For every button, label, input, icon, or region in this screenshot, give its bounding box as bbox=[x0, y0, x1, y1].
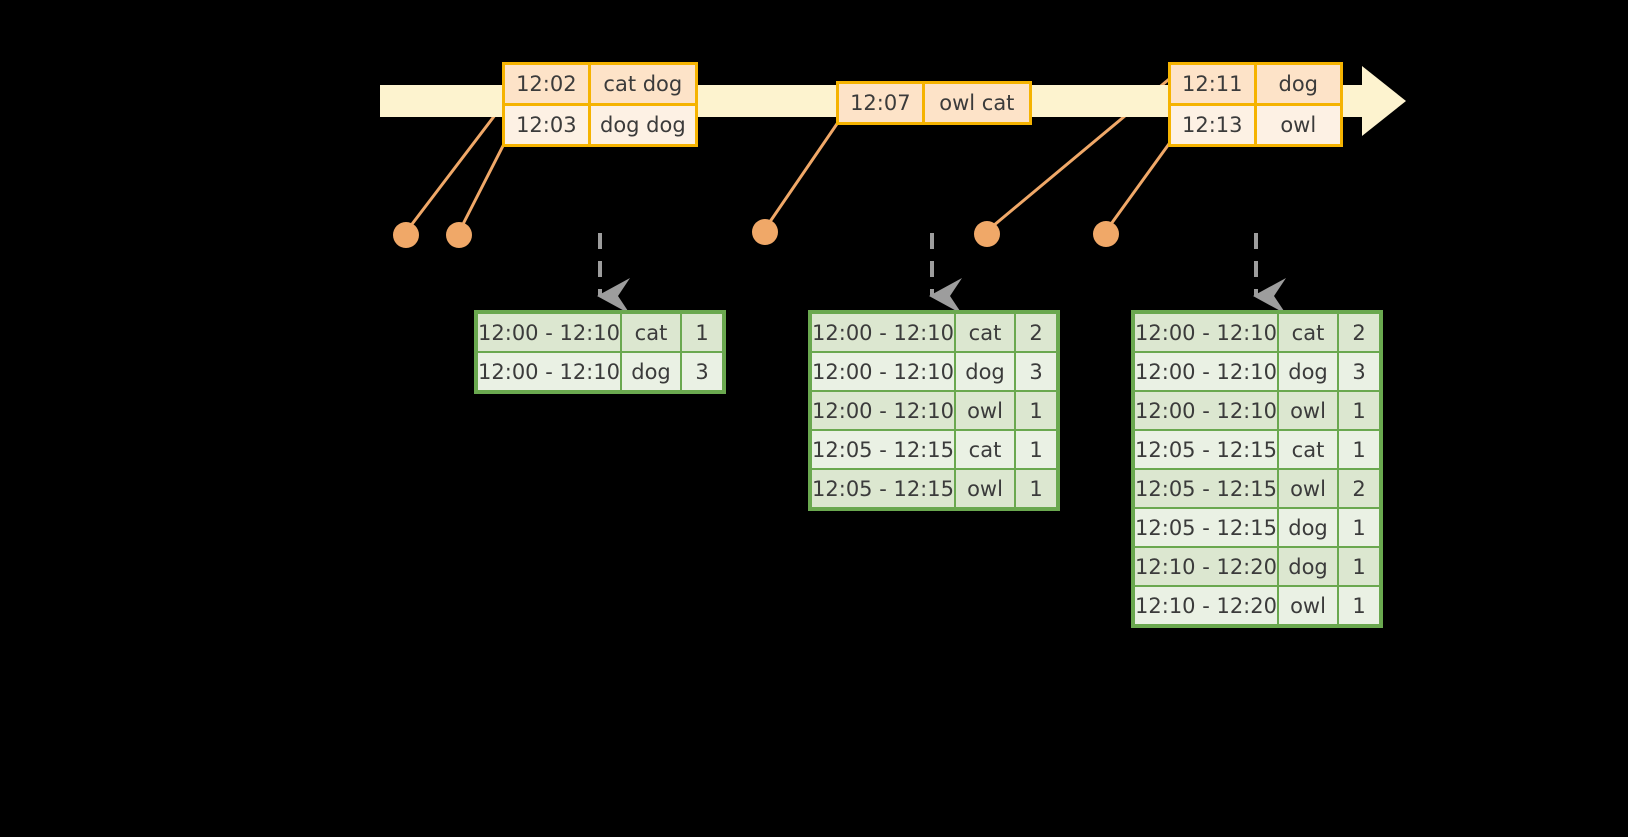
event-dot-1 bbox=[393, 222, 419, 248]
cell-word: dog bbox=[956, 353, 1014, 390]
cell-count: 3 bbox=[1016, 353, 1056, 390]
event-row[interactable]: 12:07 owl cat bbox=[839, 84, 1029, 122]
event-time: 12:02 bbox=[505, 65, 588, 103]
cell-word: cat bbox=[622, 314, 680, 351]
cell-window: 12:00 - 12:10 bbox=[1135, 353, 1277, 390]
cell-word: owl bbox=[956, 470, 1014, 507]
cell-window: 12:00 - 12:10 bbox=[812, 392, 954, 429]
event-value: owl cat bbox=[921, 84, 1029, 122]
cell-count: 2 bbox=[1016, 314, 1056, 351]
cell-count: 1 bbox=[1339, 587, 1379, 624]
event-row[interactable]: 12:03 dog dog bbox=[505, 103, 695, 144]
event-value: dog bbox=[1253, 65, 1340, 103]
event-group-2[interactable]: 12:07 owl cat bbox=[836, 81, 1032, 125]
cell-window: 12:00 - 12:10 bbox=[812, 353, 954, 390]
cell-word: owl bbox=[1279, 587, 1337, 624]
event-time: 12:03 bbox=[505, 106, 588, 144]
cell-count: 1 bbox=[1339, 392, 1379, 429]
cell-window: 12:00 - 12:10 bbox=[1135, 314, 1277, 351]
cell-count: 2 bbox=[1339, 470, 1379, 507]
cell-word: owl bbox=[956, 392, 1014, 429]
stream-timeline-arrowhead-icon bbox=[1362, 66, 1406, 136]
connector-line-2 bbox=[457, 134, 510, 234]
cell-window: 12:10 - 12:20 bbox=[1135, 587, 1277, 624]
cell-word: dog bbox=[1279, 353, 1337, 390]
event-value: dog dog bbox=[587, 106, 695, 144]
event-time: 12:07 bbox=[839, 84, 922, 122]
event-group-3[interactable]: 12:11 dog 12:13 owl bbox=[1168, 62, 1343, 147]
connector-line-3 bbox=[763, 116, 843, 231]
cell-word: cat bbox=[1279, 314, 1337, 351]
cell-count: 1 bbox=[1016, 392, 1056, 429]
event-group-1[interactable]: 12:02 cat dog 12:03 dog dog bbox=[502, 62, 698, 147]
cell-count: 1 bbox=[1339, 509, 1379, 546]
event-row[interactable]: 12:11 dog bbox=[1171, 65, 1340, 103]
emit-arrows bbox=[597, 233, 1286, 314]
cell-word: owl bbox=[1279, 392, 1337, 429]
cell-word: cat bbox=[956, 314, 1014, 351]
event-dots bbox=[393, 219, 1119, 248]
cell-word: owl bbox=[1279, 470, 1337, 507]
cell-window: 12:00 - 12:10 bbox=[478, 353, 620, 390]
cell-word: cat bbox=[1279, 431, 1337, 468]
cell-word: dog bbox=[1279, 509, 1337, 546]
event-value: owl bbox=[1253, 106, 1340, 144]
event-dot-4 bbox=[974, 221, 1000, 247]
connector-line-5 bbox=[1104, 135, 1176, 233]
cell-count: 1 bbox=[1339, 548, 1379, 585]
cell-word: cat bbox=[956, 431, 1014, 468]
cell-window: 12:05 - 12:15 bbox=[1135, 470, 1277, 507]
event-time: 12:11 bbox=[1171, 65, 1254, 103]
event-value: cat dog bbox=[587, 65, 695, 103]
cell-count: 3 bbox=[682, 353, 722, 390]
cell-count: 1 bbox=[1016, 431, 1056, 468]
event-row[interactable]: 12:02 cat dog bbox=[505, 65, 695, 103]
cell-word: dog bbox=[1279, 548, 1337, 585]
cell-count: 3 bbox=[1339, 353, 1379, 390]
cell-window: 12:05 - 12:15 bbox=[812, 431, 954, 468]
cell-word: dog bbox=[622, 353, 680, 390]
cell-count: 1 bbox=[1016, 470, 1056, 507]
cell-window: 12:00 - 12:10 bbox=[478, 314, 620, 351]
cell-window: 12:05 - 12:15 bbox=[812, 470, 954, 507]
cell-window: 12:05 - 12:15 bbox=[1135, 431, 1277, 468]
cell-window: 12:00 - 12:10 bbox=[812, 314, 954, 351]
cell-window: 12:00 - 12:10 bbox=[1135, 392, 1277, 429]
cell-count: 1 bbox=[682, 314, 722, 351]
event-dot-3 bbox=[752, 219, 778, 245]
event-row[interactable]: 12:13 owl bbox=[1171, 103, 1340, 144]
cell-window: 12:10 - 12:20 bbox=[1135, 548, 1277, 585]
connector-line-1 bbox=[404, 96, 510, 234]
cell-count: 2 bbox=[1339, 314, 1379, 351]
event-time: 12:13 bbox=[1171, 106, 1254, 144]
cell-window: 12:05 - 12:15 bbox=[1135, 509, 1277, 546]
event-dot-5 bbox=[1093, 221, 1119, 247]
event-dot-2 bbox=[446, 222, 472, 248]
cell-count: 1 bbox=[1339, 431, 1379, 468]
